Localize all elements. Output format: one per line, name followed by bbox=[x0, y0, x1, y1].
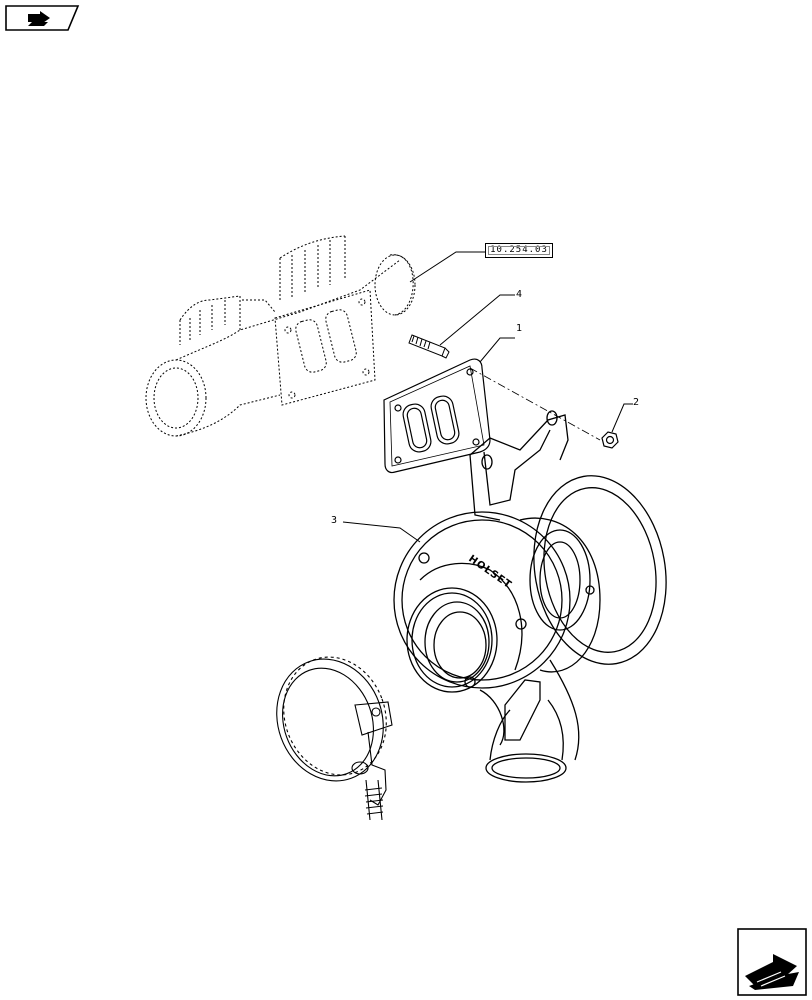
exhaust-manifold bbox=[145, 235, 416, 437]
callout-2: 2 bbox=[633, 397, 640, 408]
cross-reference-link[interactable]: 10.254.03 bbox=[485, 243, 553, 258]
nut-part-2 bbox=[601, 431, 619, 449]
vehicle-section-icon bbox=[5, 5, 80, 31]
next-page-arrow-icon bbox=[737, 928, 807, 996]
next-page-button[interactable] bbox=[737, 928, 807, 996]
stud-part-4 bbox=[408, 334, 450, 359]
callout-1: 1 bbox=[516, 323, 523, 334]
callout-3: 3 bbox=[331, 515, 338, 526]
holset-lettering: HOLSET bbox=[466, 553, 513, 591]
gasket-part-1 bbox=[383, 358, 491, 474]
turbocharger-part-3 bbox=[393, 410, 667, 783]
callout-4: 4 bbox=[516, 289, 523, 300]
section-nav-badge[interactable] bbox=[4, 4, 80, 32]
v-band-clamp bbox=[276, 656, 393, 821]
